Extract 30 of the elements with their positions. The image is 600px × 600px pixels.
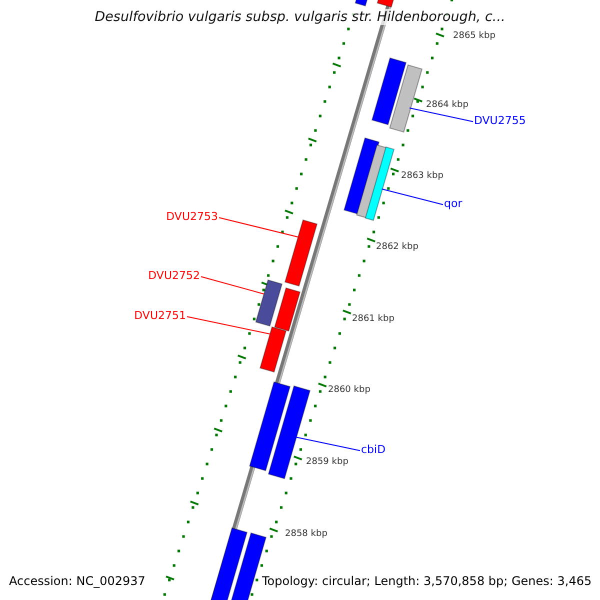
gene-block — [389, 64, 423, 133]
scale-label: 2865 kbp — [453, 31, 496, 42]
gene-label: DVU2752 — [148, 269, 200, 282]
gene-label: DVU2751 — [134, 309, 186, 322]
gene-block — [249, 381, 291, 472]
accession-text: Accession: NC_002937 — [9, 574, 146, 588]
scale-label: 2859 kbp — [306, 457, 348, 468]
gene-block — [255, 279, 283, 327]
scale-label: 2862 kbp — [376, 242, 418, 253]
gene-block — [364, 146, 395, 221]
scale-label: 2861 kbp — [352, 314, 394, 325]
genome-info-text: Topology: circular; Length: 3,570,858 bp; Genes: 3,465 — [262, 574, 592, 588]
gene-block — [260, 326, 287, 373]
leader-line — [294, 436, 360, 452]
gene-label: qor — [444, 197, 462, 210]
gene-block — [208, 527, 248, 600]
leader-line — [186, 316, 270, 334]
scale-label: 2863 kbp — [401, 171, 444, 182]
gene-label: cbiD — [361, 443, 386, 456]
gene-block — [274, 287, 301, 332]
scale-label: 2858 kbp — [285, 529, 328, 540]
leader-line — [218, 217, 299, 238]
leader-line — [409, 108, 474, 122]
scale-label: 2864 kbp — [426, 100, 468, 111]
gene-block — [371, 57, 407, 126]
leader-line — [200, 276, 264, 294]
scale-label: 2860 kbp — [328, 385, 370, 396]
gene-block — [284, 219, 318, 287]
gene-label: DVU2755 — [474, 114, 526, 128]
gene-label: DVU2753 — [166, 210, 218, 224]
